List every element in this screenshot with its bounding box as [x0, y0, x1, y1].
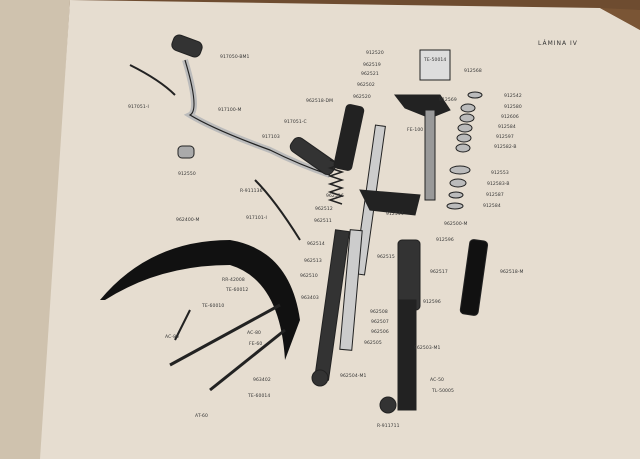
part-number-label: 962400-M	[176, 218, 200, 223]
part-number-label: 912569	[439, 98, 457, 103]
part-number-label: 962503-M1	[414, 346, 441, 351]
part-number-label: FE-60	[249, 342, 263, 347]
part-number-label: 962518-M	[500, 270, 524, 275]
part-number-label: 962518-DM	[306, 99, 334, 104]
part-number-label: 917051-I	[128, 105, 149, 110]
part-number-label: 962521	[361, 72, 379, 77]
left-page-edge	[0, 0, 70, 459]
part-number-label: 962516	[326, 194, 344, 199]
part-number-label: 912584	[498, 125, 516, 130]
part-number-label: 912553	[491, 171, 509, 176]
part-number-label: 962512	[315, 207, 333, 212]
part-number-label: 912596	[423, 300, 441, 305]
part-number-label: 962502	[357, 83, 375, 88]
part-number-label: 912597	[496, 135, 514, 140]
part-number-label: AC-80	[165, 335, 179, 340]
part-number-label: 917103	[262, 135, 280, 140]
part-number-label: AC-50	[430, 378, 444, 383]
part-number-label: TE-60010	[202, 304, 225, 309]
part-number-label: 963402	[253, 378, 271, 383]
part-number-label: 962513	[304, 259, 322, 264]
part-number-label: AC-80	[247, 331, 261, 336]
mudguard-drawing	[100, 240, 300, 392]
part-number-label: 912587	[486, 193, 504, 198]
steering-head-drawing	[333, 49, 451, 276]
part-number-label: 962510	[300, 274, 318, 279]
part-number-label: TE-60014	[248, 394, 271, 399]
part-number-label: 962515	[377, 255, 395, 260]
part-number-label: 962511	[314, 219, 332, 224]
part-number-label: 962514	[307, 242, 325, 247]
part-number-label: 917050-BM1	[220, 55, 250, 60]
bearing-stack	[446, 91, 483, 210]
handlebar-drawing	[129, 34, 337, 241]
part-number-label: 912596	[436, 238, 454, 243]
part-number-label: R-911711	[377, 424, 400, 429]
fork-drawing	[311, 159, 489, 414]
part-number-label: 912544	[386, 212, 404, 217]
part-number-label: 963403	[301, 296, 319, 301]
part-number-label: RR-42008	[222, 278, 245, 283]
part-number-label: 912520	[366, 51, 384, 56]
part-number-label: 962505	[364, 341, 382, 346]
part-number-label: 962508	[370, 310, 388, 315]
part-number-label: 912580	[504, 105, 522, 110]
part-number-label: 912550	[178, 172, 196, 177]
part-number-label: TL-50005	[432, 389, 454, 394]
part-number-label: 917100-M	[218, 108, 242, 113]
part-number-label: TE-60012	[226, 288, 249, 293]
part-number-label: 962506	[371, 330, 389, 335]
part-number-label: 912584	[483, 204, 501, 209]
part-number-label: 962504-M1	[340, 374, 367, 379]
part-number-label: R-911136	[240, 189, 263, 194]
part-number-label: 962507	[371, 320, 389, 325]
part-number-label: AT-60	[195, 414, 208, 419]
part-number-label: 912568	[464, 69, 482, 74]
part-number-label: 962520	[353, 95, 371, 100]
document-page	[40, 0, 640, 459]
part-number-label: 962519	[363, 63, 381, 68]
part-number-label: 912542	[504, 94, 522, 99]
part-number-label: 912583-B	[487, 182, 510, 187]
part-number-label: 912582-B	[494, 145, 517, 150]
part-number-label: 962517	[430, 270, 448, 275]
plate-title: LÁMINA IV	[538, 40, 578, 47]
part-number-label: 917101-I	[246, 216, 267, 221]
part-number-label: 962500-M	[444, 222, 468, 227]
part-number-label: 917051-C	[284, 120, 307, 125]
part-number-label: 912606	[501, 115, 519, 120]
part-number-label: FE-100	[407, 128, 424, 133]
part-number-label: TE-50014	[424, 58, 447, 63]
